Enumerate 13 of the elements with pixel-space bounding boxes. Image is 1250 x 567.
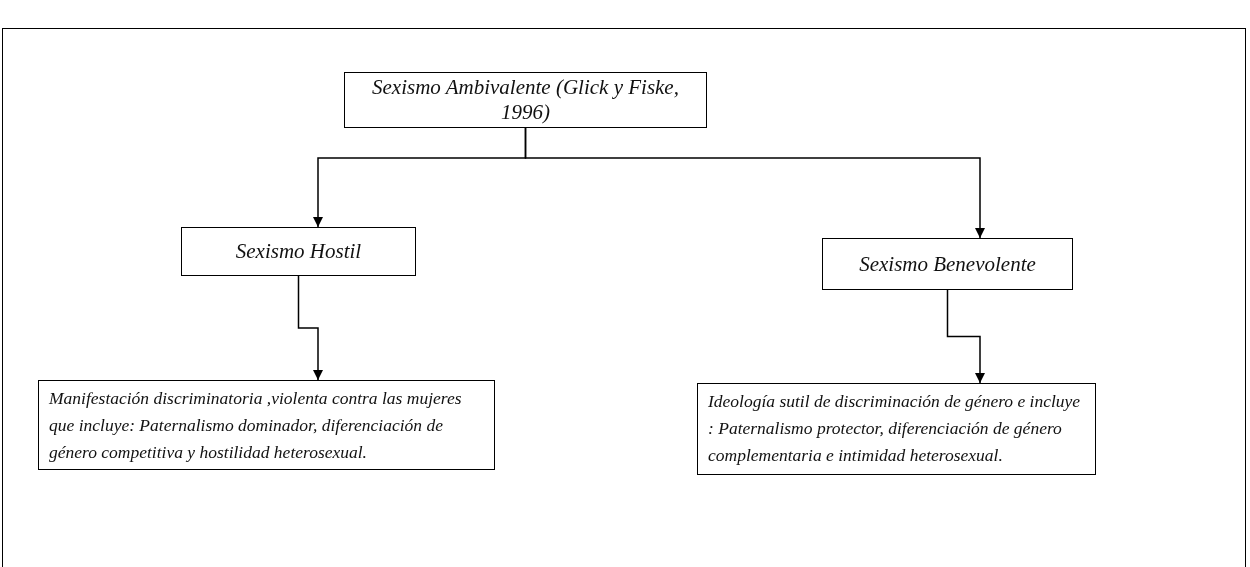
node-title: Sexismo Hostil xyxy=(235,239,362,264)
category-box xyxy=(181,227,416,276)
description-box xyxy=(38,380,495,470)
category-box xyxy=(822,238,1073,290)
arrow xyxy=(946,289,985,384)
arrow xyxy=(524,127,985,239)
arrow xyxy=(297,275,323,381)
description-text: Manifestación discriminatoria ,violenta contra las mujeres que incluye: Paternalismo dominador, diferenciación de género competitiva y hostilidad heterosexual. xyxy=(49,388,462,462)
description-box xyxy=(697,383,1096,475)
description-text: Ideología sutil de discriminación de género e incluye : Paternalismo protector, diferenciación de género complementaria e intimidad heterosexual. xyxy=(708,391,1081,465)
node-title: Sexismo Ambivalente (Glick y Fiske, 1996) xyxy=(371,75,680,125)
node-title: Sexismo Benevolente xyxy=(859,251,1036,277)
title-box xyxy=(344,72,707,128)
